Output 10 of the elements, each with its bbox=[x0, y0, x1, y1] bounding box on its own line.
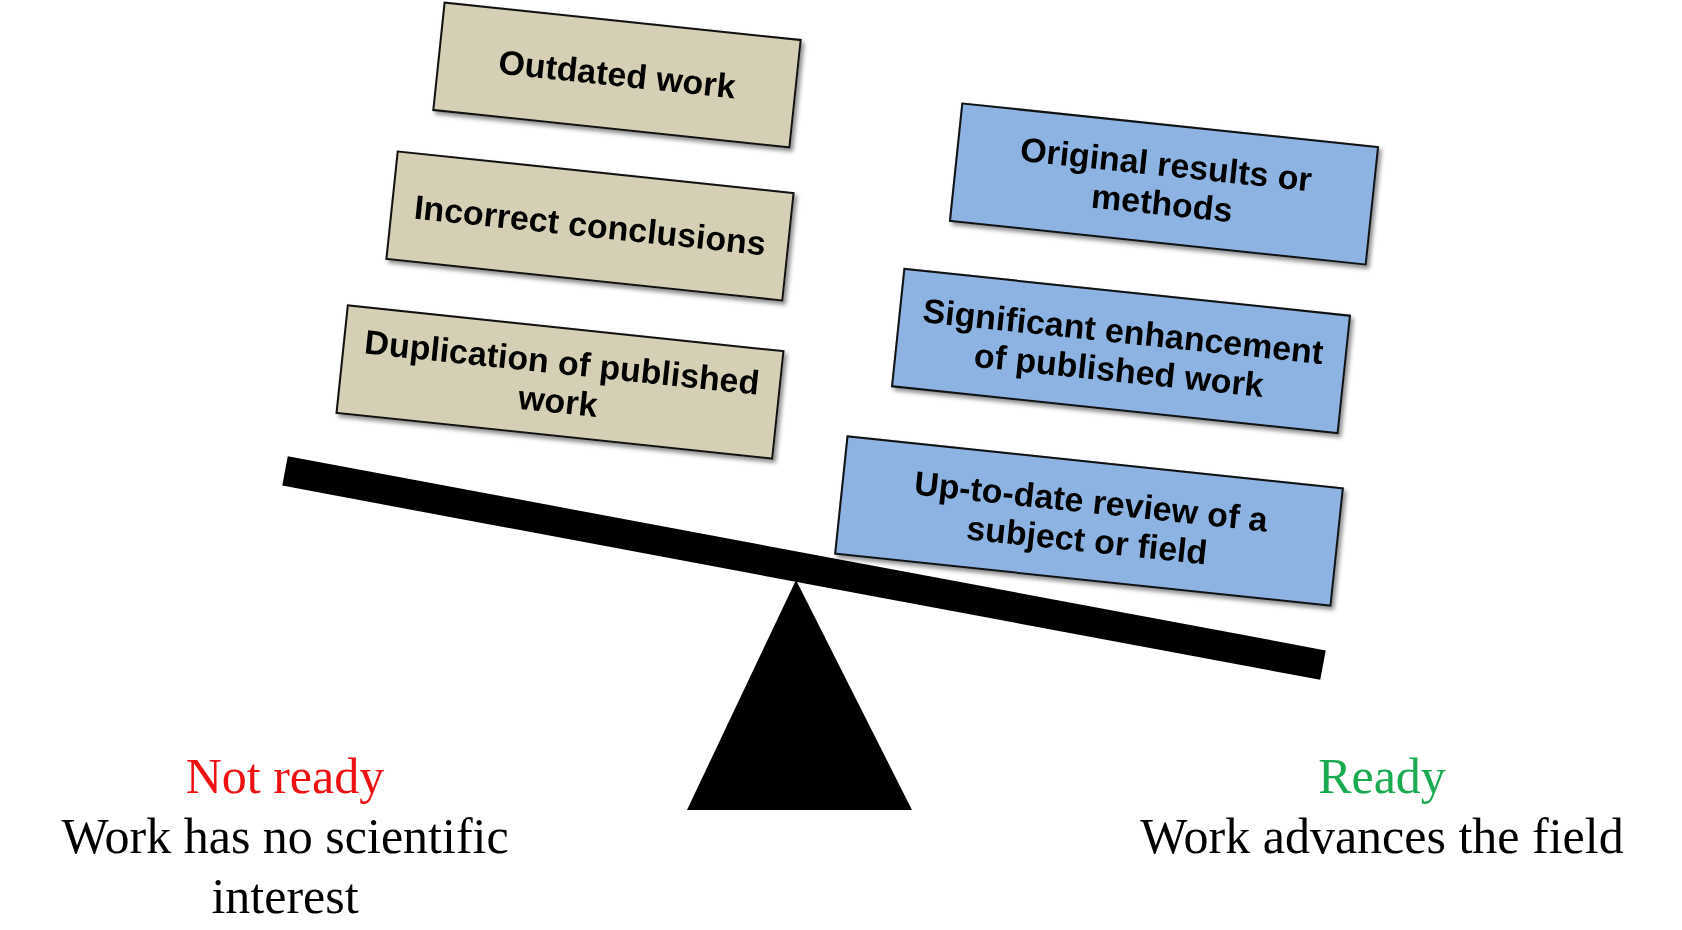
verdict-description: Work advances the field bbox=[1139, 807, 1625, 866]
block-text: Up-to-date review of a subject or field bbox=[911, 462, 1271, 574]
verdict-heading: Not ready bbox=[184, 747, 386, 806]
block-text: Original results or methods bbox=[1017, 128, 1315, 232]
block-text: Significant enhancement of published work bbox=[920, 290, 1327, 406]
block-text: Incorrect conclusions bbox=[411, 187, 769, 265]
verdict-heading: Ready bbox=[1317, 747, 1447, 806]
verdict-description: Work has no scientific interest bbox=[60, 807, 510, 926]
block-text: Outdated work bbox=[495, 42, 739, 108]
block-text: Duplication of published work bbox=[361, 321, 763, 426]
